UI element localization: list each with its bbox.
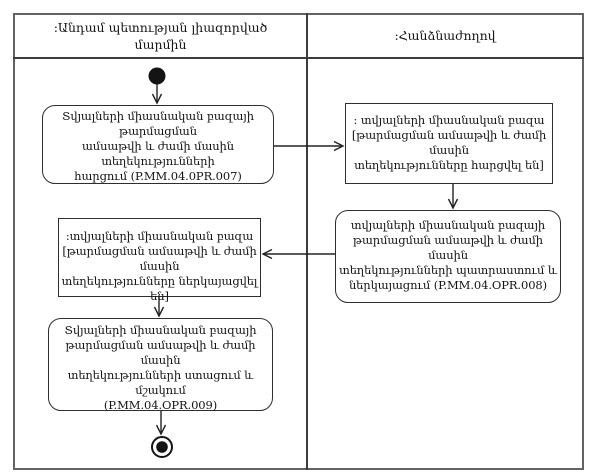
diagram-frame <box>13 13 584 470</box>
node-text-line: ամսաթվի և ժամի մասին տեղեկությունների <box>82 139 234 168</box>
object-node-data-submitted: :տվյալների միասնական բազա [թարմացման ամս… <box>58 218 261 303</box>
swimlane-divider <box>306 13 308 470</box>
node-text-line: ներկայացում (P.MM.04.OPR.008) <box>348 278 548 292</box>
arrow-start-to-activity007 <box>151 84 163 105</box>
header-separator <box>13 57 584 59</box>
object-node-data-queried: : տվյալների միասնական բազա [թարմացման ամ… <box>345 103 553 184</box>
node-text-line: տեղեկությունների պատրաստում և <box>339 263 557 277</box>
node-text-line: տեղեկությունները ներկայացվել են] <box>61 274 258 303</box>
node-text-line: թարմացման ամսաթվի և ժամի մասին <box>353 233 543 262</box>
arrow-activity008-to-object-submitted <box>261 248 335 260</box>
arrow-activity009-to-final <box>155 411 167 436</box>
arrow-activity007-to-object-queried <box>274 140 345 152</box>
node-text-line: [թարմացման ամսաթվի և ժամի մասին <box>62 244 257 273</box>
lane-header-member-state-body: :Անդամ պետության լիազորված մարմին <box>15 13 306 58</box>
node-text-line: թարմացման ամսաթվի և ժամի մասին <box>65 338 256 367</box>
node-text-line: Տվյալների միասնական բազայի թարմացման <box>62 109 254 138</box>
arrow-object-queried-to-activity008 <box>447 184 459 210</box>
initial-node-icon <box>148 67 166 85</box>
node-text-line: : տվյալների միասնական բազա <box>353 113 545 127</box>
node-text-line: :տվյալների միասնական բազա <box>65 229 254 243</box>
node-text-line: Տվյալների միասնական բազայի <box>64 323 257 337</box>
activity-node-opr007: Տվյալների միասնական բազայի թարմացման ամս… <box>42 105 274 184</box>
node-text-line: հարցում (P.MM.04.0PR.007) <box>74 169 242 183</box>
node-text-line: տվյալների միասնական բազայի <box>350 218 546 232</box>
lane-title-line: :Հանձնաժողով <box>394 28 496 43</box>
node-text-line: [թարմացման ամսաթվի և ժամի մասին <box>351 128 547 157</box>
lane-header-commission: :Հանձնաժողով <box>308 13 582 58</box>
node-text-line: (P.MM.04.OPR.009) <box>103 398 218 412</box>
activity-node-opr009: Տվյալների միասնական բազայի թարմացման ամս… <box>48 318 273 412</box>
arrow-object-submitted-to-activity009 <box>153 297 165 318</box>
node-text-line: տեղեկությունները հարցվել են] <box>354 158 544 172</box>
lane-title-line: մարմին <box>134 36 187 52</box>
final-node-icon <box>151 436 173 458</box>
activity-node-opr008: տվյալների միասնական բազայի թարմացման ամս… <box>335 210 561 303</box>
node-text-line: տեղեկությունների ստացում և մշակում <box>67 368 254 397</box>
lane-title-line: :Անդամ պետության լիազորված <box>53 19 268 35</box>
